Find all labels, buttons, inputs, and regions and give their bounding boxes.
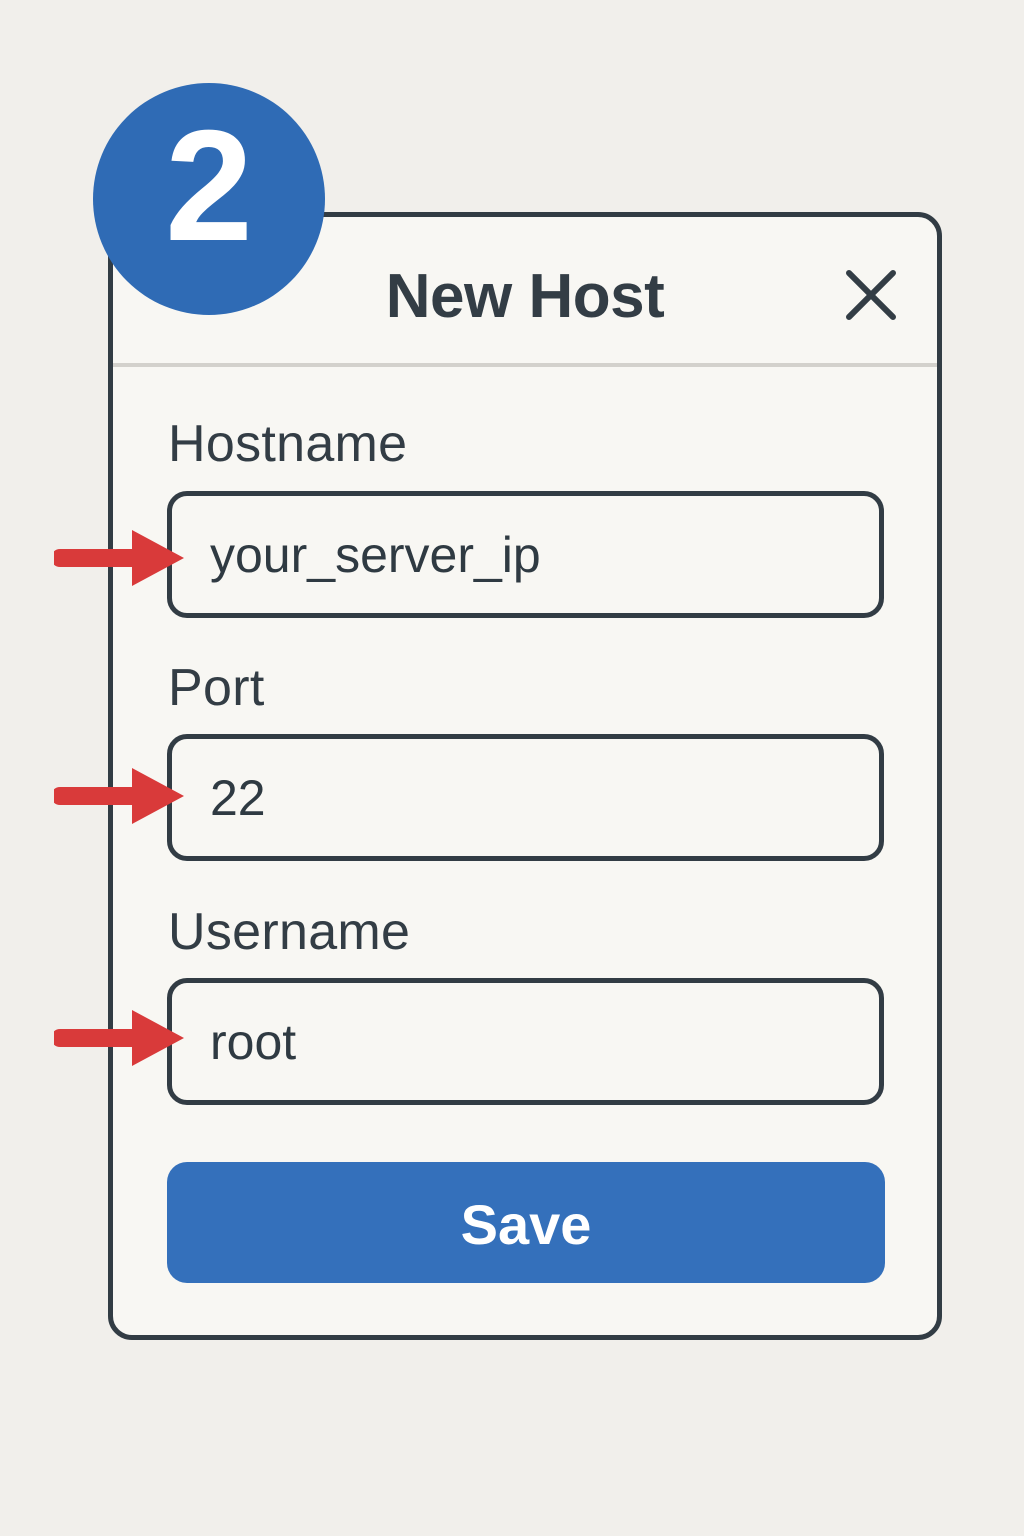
close-button[interactable] — [843, 267, 899, 323]
port-value: 22 — [210, 770, 266, 826]
right-arrow-icon — [54, 528, 186, 588]
right-arrow-icon — [54, 766, 186, 826]
save-button[interactable]: Save — [167, 1162, 885, 1283]
save-button-label: Save — [460, 1193, 592, 1256]
dialog-header: New Host — [113, 217, 937, 367]
dialog-title: New Host — [385, 262, 665, 331]
step-number: 2 — [165, 98, 253, 274]
hostname-input[interactable]: your_server_ip — [167, 491, 884, 618]
username-value: root — [210, 1014, 297, 1070]
port-label: Port — [168, 659, 265, 717]
username-label: Username — [168, 903, 411, 961]
username-input[interactable]: root — [167, 978, 884, 1105]
close-icon — [846, 270, 896, 320]
step-number-badge: 2 — [93, 83, 325, 315]
port-input[interactable]: 22 — [167, 734, 884, 861]
right-arrow-icon — [54, 1008, 186, 1068]
hostname-value: your_server_ip — [210, 527, 541, 583]
hostname-label: Hostname — [168, 415, 408, 473]
